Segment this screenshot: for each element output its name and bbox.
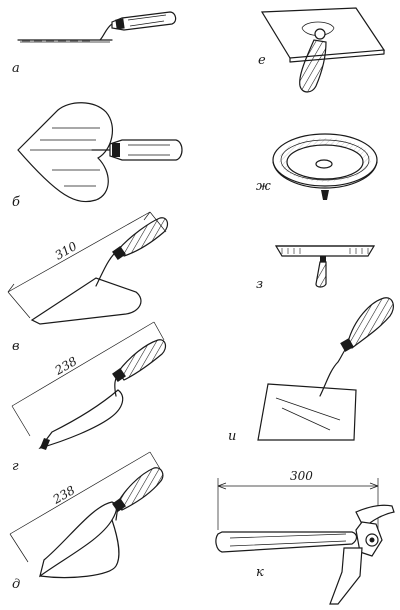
caption-e: е (258, 53, 266, 68)
caption-i: и (228, 429, 236, 444)
tool-k (215, 478, 395, 605)
tool-z (274, 245, 376, 288)
tool-zh (272, 133, 378, 200)
caption-k: к (256, 565, 264, 580)
caption-d: д (12, 577, 20, 592)
caption-z: з (256, 277, 263, 292)
caption-zh: ж (256, 179, 271, 194)
dimension-d: 238 (50, 483, 78, 507)
caption-a: а (12, 61, 20, 76)
tool-v (7, 211, 169, 325)
tool-a (17, 11, 177, 43)
caption-g: г (12, 459, 19, 474)
tool-e (260, 7, 386, 93)
dimension-k: 300 (290, 469, 313, 483)
tool-d (9, 451, 164, 579)
tool-i (257, 297, 394, 441)
caption-v: в (12, 339, 20, 354)
tool-b (17, 102, 183, 203)
tool-g (11, 321, 167, 450)
caption-b: б (12, 195, 20, 210)
